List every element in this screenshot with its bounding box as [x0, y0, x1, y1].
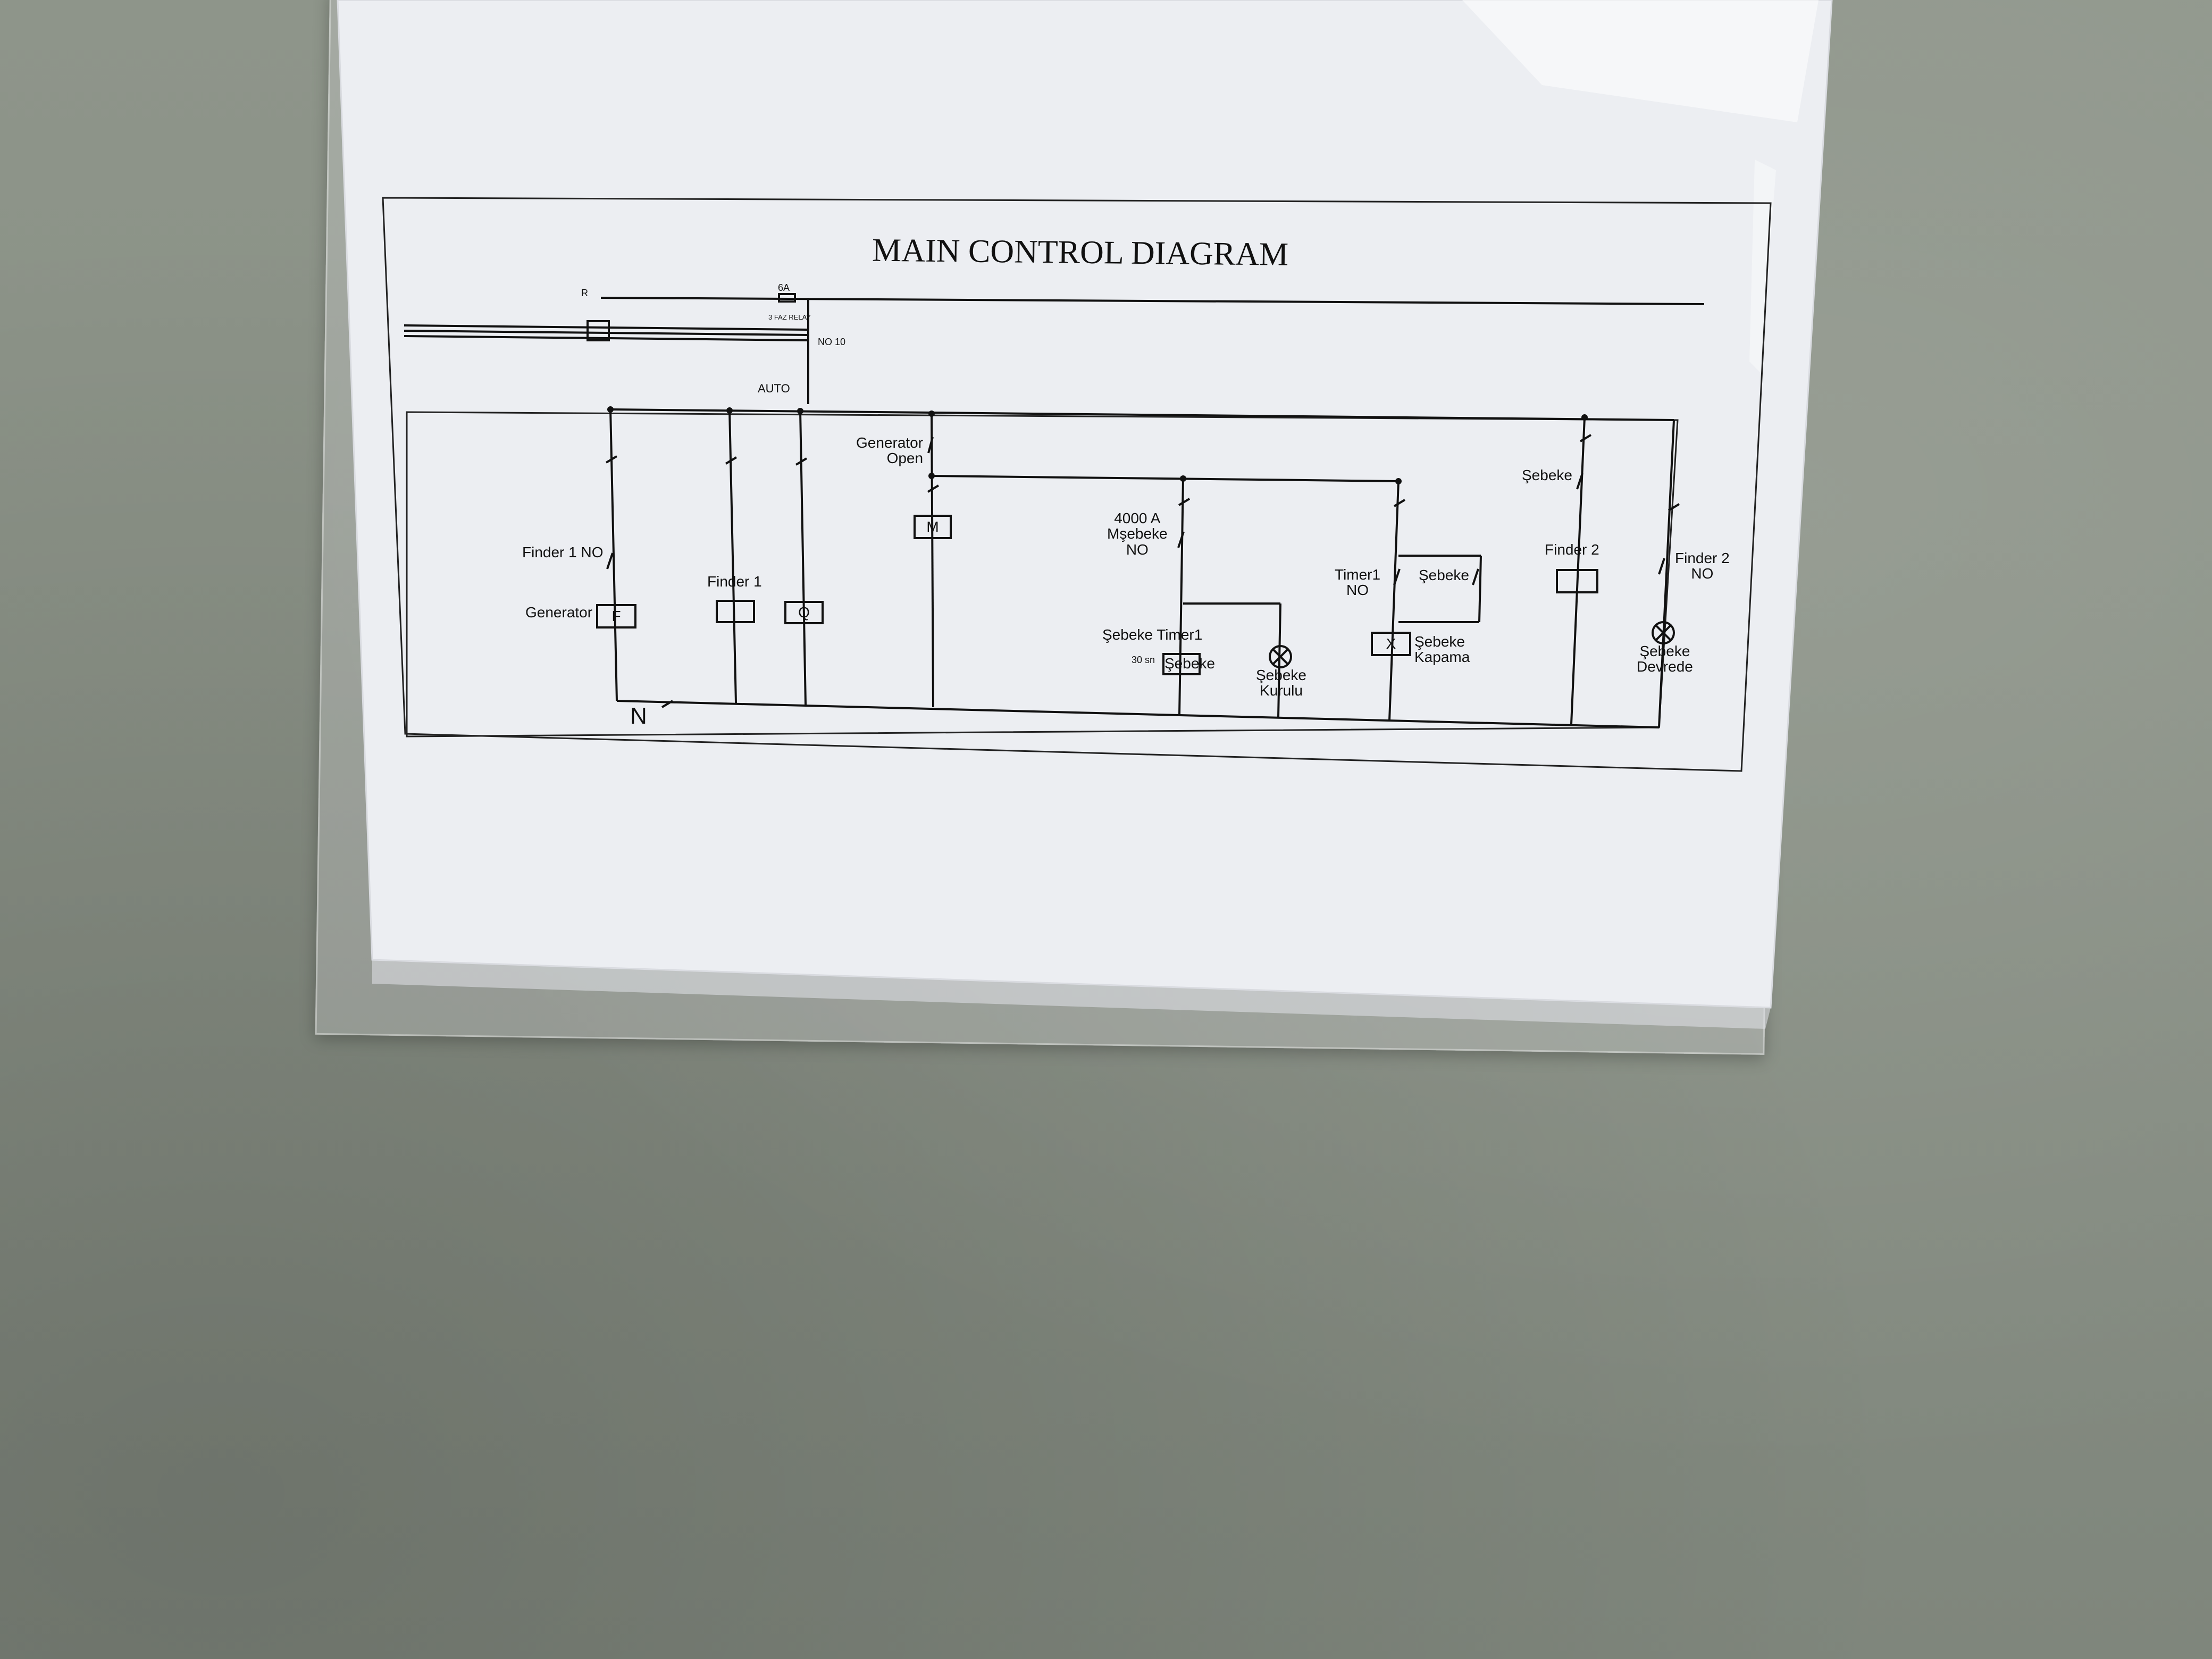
label-4000a-msebeke: 4000 A Mşebeke NO — [1107, 510, 1168, 558]
label-sebeke-40: Şebeke — [1522, 467, 1572, 483]
label-finder2: Finder 2 — [1545, 541, 1599, 558]
label-finder1-no: Finder 1 NO — [522, 544, 604, 560]
label-sebeke-timer1: Şebeke Timer1 — [1102, 626, 1203, 643]
label-finder2-no: Finder 2 NO — [1675, 550, 1730, 582]
label-sebeke-kapama: Şebeke Kapama — [1414, 633, 1470, 666]
label-relay: 3 FAZ RELAY — [768, 313, 811, 321]
diagram-title: MAIN CONTROL DIAGRAM — [872, 232, 1289, 273]
coil-x: X — [1386, 635, 1396, 652]
label-sebeke-kurulu: Şebeke Kurulu — [1256, 667, 1306, 699]
label-sebeke-devrede: Şebeke Devrede — [1637, 643, 1693, 675]
label-sebeke-coil: Şebeke — [1164, 655, 1215, 672]
coil-f: F — [611, 608, 621, 624]
label-finder1: Finder 1 — [707, 573, 762, 590]
label-r: R — [581, 288, 588, 298]
coil-q: Q — [798, 604, 810, 621]
label-30sn: 30 sn — [1132, 655, 1155, 665]
label-no10: NO 10 — [818, 337, 846, 347]
label-fuse: 6A — [778, 282, 790, 293]
label-generator: Generator — [525, 604, 593, 621]
label-timer1-no: Timer1 NO — [1335, 566, 1381, 599]
label-sebeke-contact: Şebeke — [1419, 567, 1469, 583]
label-generator-open: Generator Open — [856, 434, 924, 467]
label-neutral: N — [630, 703, 647, 729]
label-auto: AUTO — [758, 382, 790, 395]
coil-m: M — [926, 518, 939, 535]
